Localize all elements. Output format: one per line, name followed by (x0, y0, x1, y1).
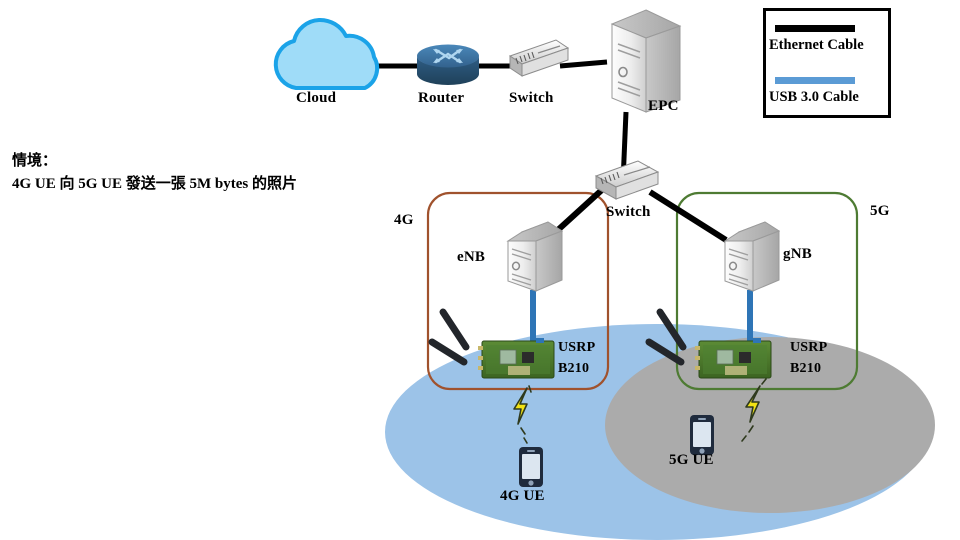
label-zone-5g: 5G (870, 203, 890, 219)
cloud-icon (273, 18, 380, 90)
label-router: Router (418, 90, 465, 106)
label-enb: eNB (457, 249, 486, 265)
label-switch-mid: Switch (606, 204, 651, 220)
label-usrp-4g-line1: USRP (558, 340, 596, 355)
label-switch-top: Switch (509, 90, 554, 106)
legend-usb-label: USB 3.0 Cable (769, 89, 859, 105)
legend: Ethernet Cable USB 3.0 Cable (763, 8, 891, 118)
label-5g-ue: 5G UE (669, 452, 714, 468)
switch-top-icon (508, 39, 570, 77)
scenario-title: 情境： (12, 153, 58, 169)
wireless-link-4g-icon (513, 385, 532, 444)
label-gnb: gNB (783, 246, 812, 262)
label-usrp-4g-line2: B210 (558, 361, 590, 376)
zone-border-4g (426, 191, 610, 391)
label-4g-ue: 4G UE (500, 488, 545, 504)
wireless-link-5g-icon (741, 378, 767, 442)
phone-4g-ue-icon (519, 447, 543, 487)
ethernet-cable-switch-epc (559, 59, 608, 69)
label-zone-4g: 4G (394, 212, 414, 228)
label-usrp-5g-line2: B210 (790, 361, 822, 376)
switch-mid-icon (594, 160, 660, 200)
scenario-description: 4G UE 向 5G UE 發送一張 5M bytes 的照片 (12, 176, 298, 193)
phone-5g-ue-icon (690, 415, 714, 455)
zone-border-5g (675, 191, 859, 391)
legend-ethernet-label: Ethernet Cable (769, 37, 864, 53)
usb-cable-swatch (775, 77, 855, 84)
router-icon (417, 44, 479, 85)
ethernet-cable-switchmid-gnb (648, 189, 728, 243)
label-usrp-5g-line1: USRP (790, 340, 828, 355)
usrp-b210-4g-icon (428, 308, 555, 379)
enb-server-icon (506, 221, 564, 292)
scenario-text: 情境： 4G UE 向 5G UE 發送一張 5M bytes 的照片 (12, 150, 297, 197)
label-epc: EPC (648, 98, 679, 114)
usrp-b210-5g-icon (645, 308, 772, 379)
ethernet-cable-swatch (775, 25, 855, 32)
epc-server-icon (610, 9, 682, 113)
gnb-server-icon (723, 221, 781, 292)
label-cloud: Cloud (296, 90, 337, 106)
